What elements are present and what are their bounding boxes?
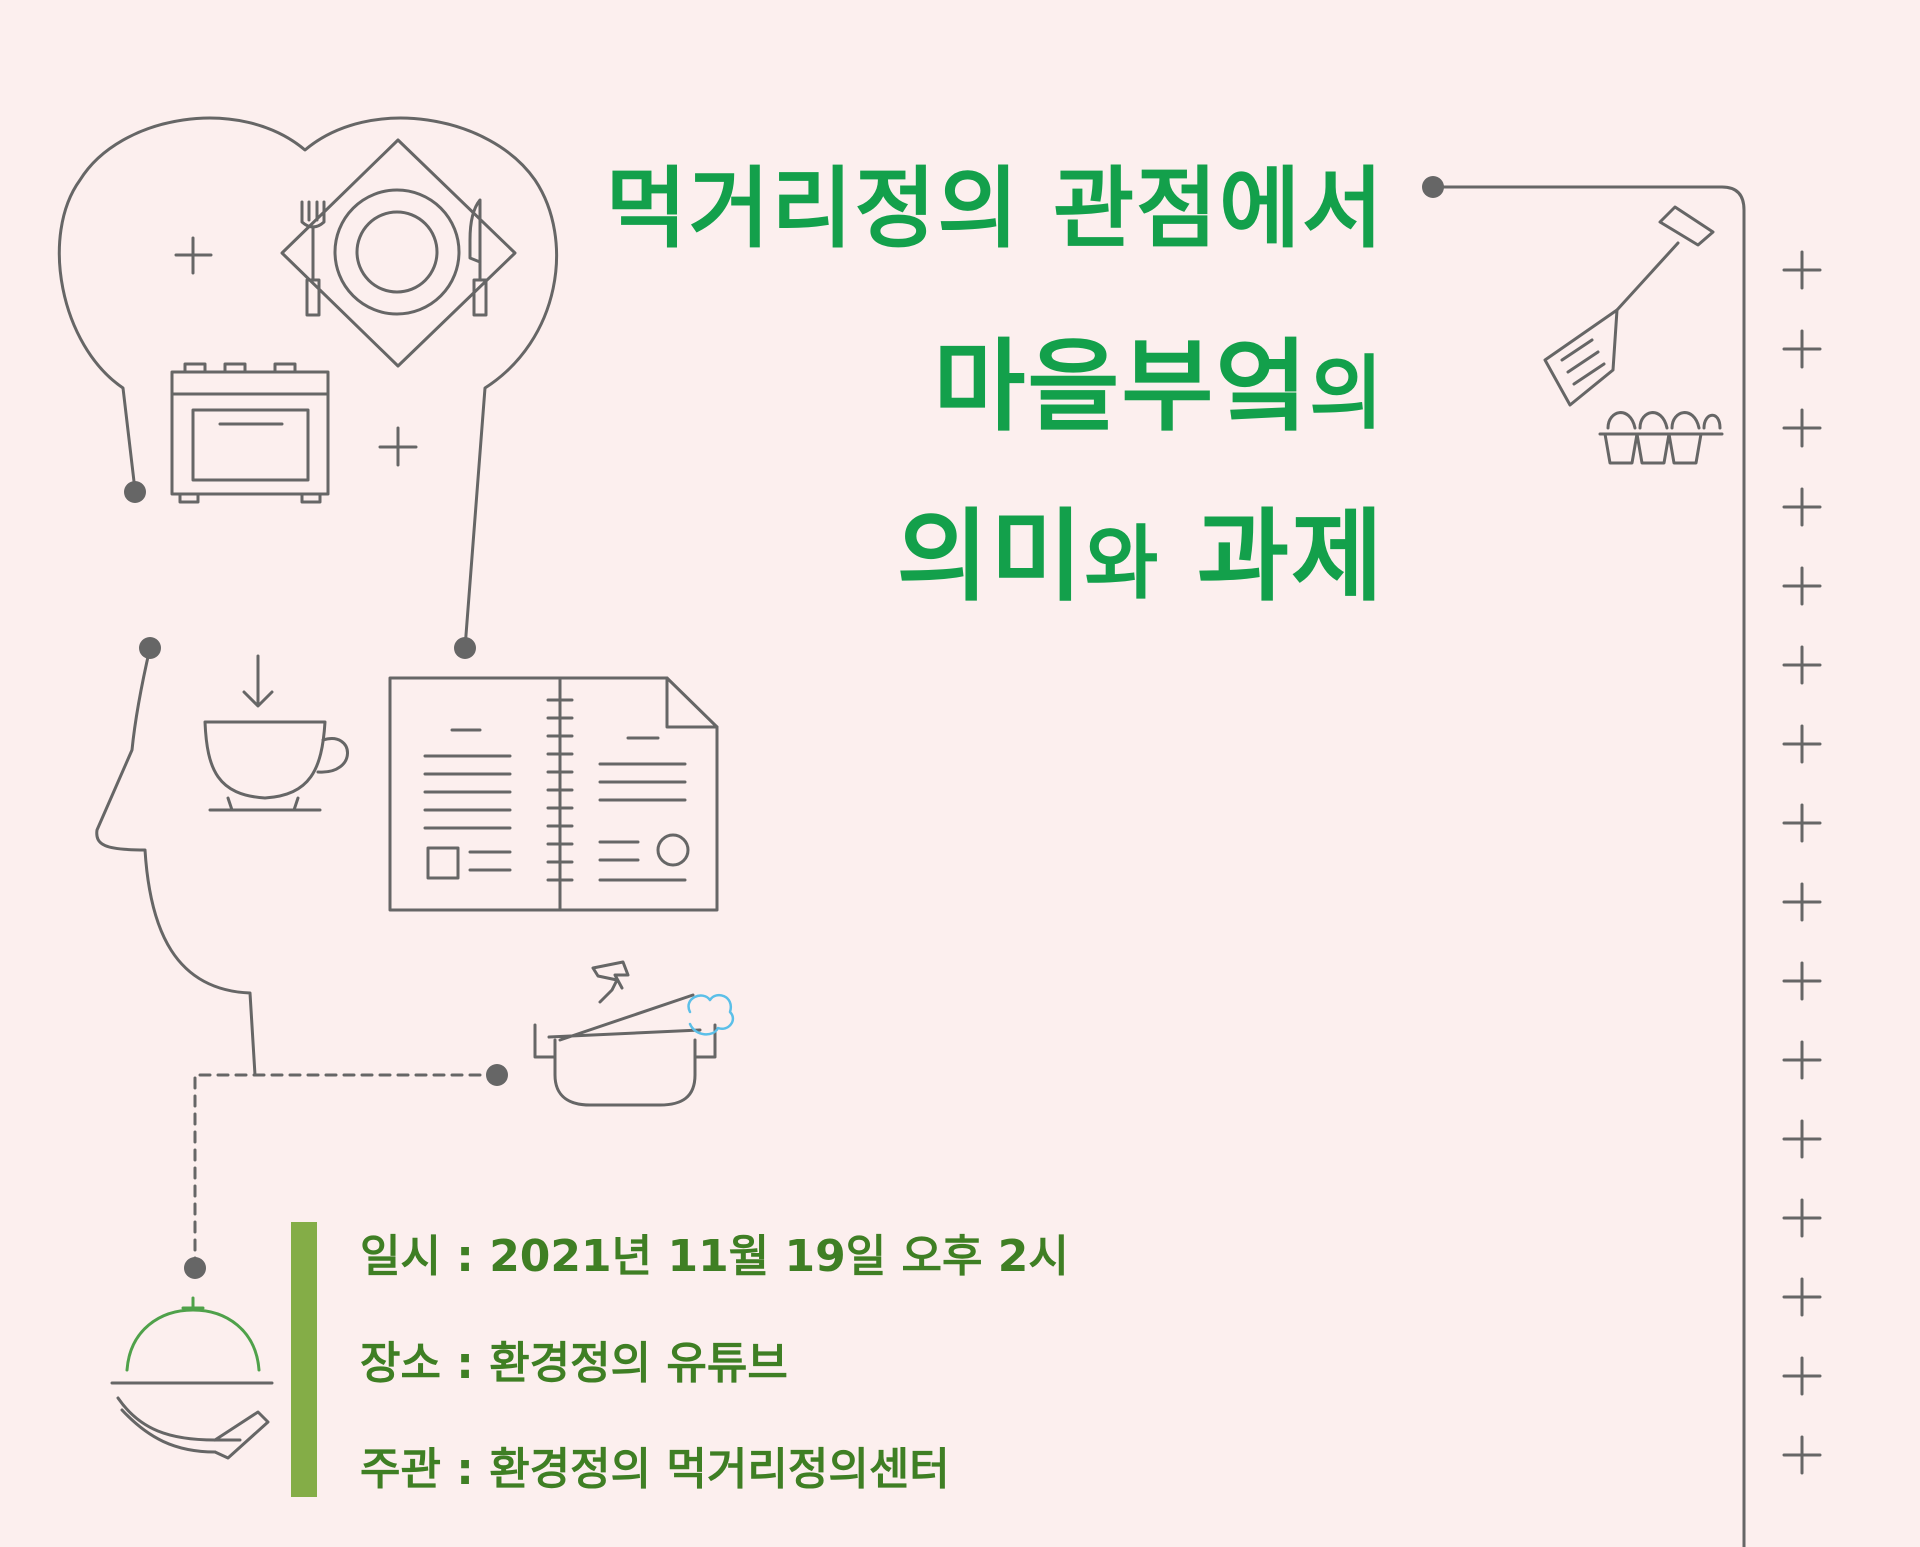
plus-icon [1782,882,1822,922]
title-meaning: 의미 [896,498,1085,615]
connector-dot [184,1257,206,1279]
title-highlight: 마을부엌 [933,328,1310,445]
recipe-book-icon [388,676,719,912]
event-host: 주관 : 환경정의 먹거리정의센터 [360,1444,950,1495]
heart-outline [57,116,559,650]
plus-icon [1782,724,1822,764]
plus-icon [1782,1198,1822,1238]
plus-icon [174,236,418,467]
event-date: 일시 : 2021년 11월 19일 오후 2시 [360,1231,1069,1282]
plus-icon [1782,329,1822,369]
plus-icon [1782,1040,1822,1080]
connector-dot [124,481,146,503]
spatula-icon [1543,205,1715,407]
event-place: 장소 : 환경정의 유튜브 [360,1338,788,1389]
title-line-1: 먹거리정의 관점에서 [605,157,1385,260]
plus-icon [1782,803,1822,843]
cooking-pot-icon [533,960,735,1107]
connector-dot [139,637,161,659]
connector-dot [454,637,476,659]
title-suffix: 의 [1309,347,1385,440]
info-accent-bar [291,1222,317,1497]
title-conjunction: 와 [1084,517,1161,610]
plus-icon [1782,1435,1822,1475]
dashed-connector [193,1073,499,1270]
plus-icon [1782,645,1822,685]
title-task: 과제 [1160,498,1385,615]
plus-icon [1782,1356,1822,1396]
oven-icon [170,362,330,504]
head-profile [95,646,257,1077]
plus-icon [1782,1119,1822,1159]
plus-icon [1782,961,1822,1001]
plus-icon [1782,408,1822,448]
title-line-3: 의미와 과제 [897,475,1385,620]
plus-icon [1782,487,1822,527]
plate-setting-icon [280,138,517,368]
plus-icon [1782,250,1822,290]
title-line-2: 마을부엌의 [933,305,1385,450]
plus-icon [1782,1277,1822,1317]
plus-icon [1782,566,1822,606]
egg-carton-icon [1598,411,1724,465]
connector-dot [486,1064,508,1086]
plus-column [1782,250,1822,1475]
connector-dot [1422,176,1444,198]
serving-cloche-icon [110,1296,274,1460]
coffee-cup-icon [203,654,349,812]
right-border-line [1431,185,1746,1547]
